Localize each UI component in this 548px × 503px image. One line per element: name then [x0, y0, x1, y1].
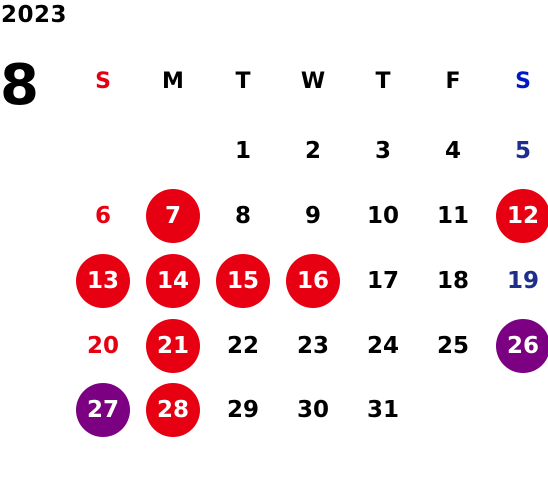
day-cell[interactable]: 15 [216, 254, 270, 308]
day-cell[interactable]: 20 [86, 333, 119, 359]
weekday-header: M [162, 68, 184, 94]
day-cell[interactable]: 21 [146, 319, 200, 373]
day-cell[interactable]: 25 [436, 333, 469, 359]
weekday-header: S [515, 68, 531, 94]
weekday-header: T [375, 68, 391, 94]
day-cell[interactable]: 4 [444, 138, 461, 164]
day-cell[interactable]: 26 [496, 319, 548, 373]
weekday-header: W [300, 68, 326, 94]
day-cell[interactable]: 11 [436, 203, 469, 229]
day-cell[interactable]: 8 [234, 203, 251, 229]
day-cell[interactable]: 1 [234, 138, 251, 164]
day-cell[interactable]: 24 [366, 333, 399, 359]
day-cell[interactable]: 30 [296, 397, 329, 423]
year-label: 2023 [1, 2, 68, 28]
day-cell[interactable]: 12 [496, 189, 548, 243]
day-cell[interactable]: 14 [146, 254, 200, 308]
day-cell[interactable]: 31 [366, 397, 399, 423]
day-cell[interactable]: 16 [286, 254, 340, 308]
day-cell[interactable]: 3 [374, 138, 391, 164]
day-cell[interactable]: 29 [226, 397, 259, 423]
day-cell[interactable]: 17 [366, 268, 399, 294]
day-cell[interactable]: 9 [304, 203, 321, 229]
weekday-header: T [235, 68, 251, 94]
day-cell[interactable]: 28 [146, 383, 200, 437]
day-cell[interactable]: 23 [296, 333, 329, 359]
day-cell[interactable]: 5 [514, 138, 531, 164]
weekday-header: F [445, 68, 461, 94]
day-cell[interactable]: 2 [304, 138, 321, 164]
day-cell[interactable]: 6 [94, 203, 111, 229]
day-cell[interactable]: 10 [366, 203, 399, 229]
day-cell[interactable]: 22 [226, 333, 259, 359]
weekday-header: S [95, 68, 111, 94]
month-number: 8 [0, 53, 39, 118]
day-cell[interactable]: 19 [506, 268, 539, 294]
day-cell[interactable]: 18 [436, 268, 469, 294]
day-cell[interactable]: 7 [146, 189, 200, 243]
day-cell[interactable]: 27 [76, 383, 130, 437]
day-cell[interactable]: 13 [76, 254, 130, 308]
